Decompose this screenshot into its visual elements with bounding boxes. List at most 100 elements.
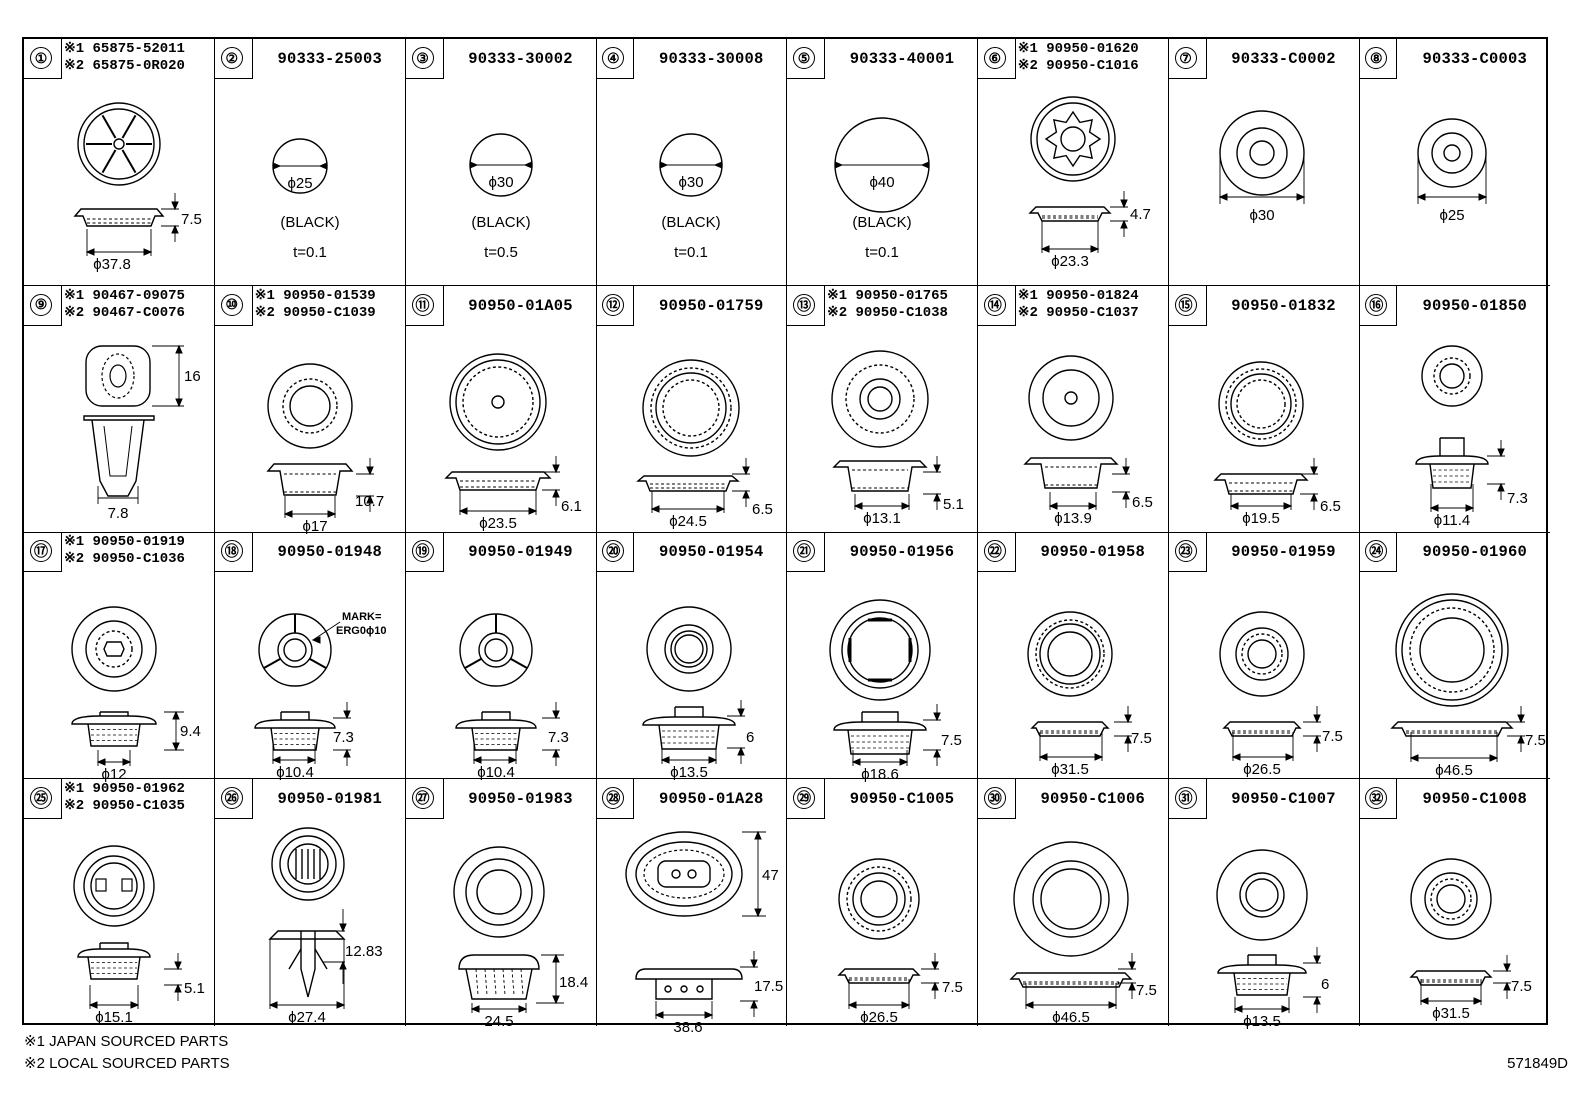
part-drawing: 18.424.5	[452, 845, 588, 1030]
item-number-box: ㉔	[1359, 532, 1398, 572]
item-number-box: ⑦	[1168, 39, 1207, 79]
diameter-dim: ϕ23.5	[479, 515, 517, 532]
part-number-local: ※2 65875-0R020	[64, 58, 185, 74]
part-drawing: 167.8	[83, 344, 201, 522]
depth-dim: 17.5	[754, 978, 783, 995]
part-cell: ⑪ 90950-01A05 6.1 ϕ23.5	[405, 285, 597, 533]
part-number-japan: ※1 90950-01765	[827, 287, 948, 304]
height-dim: 6	[746, 729, 754, 746]
height-dim: 9.4	[180, 723, 201, 740]
item-number-box: ⑭	[977, 285, 1016, 326]
item-number: ⑰	[30, 540, 52, 562]
item-number: ⑬	[793, 293, 815, 316]
item-number-box: ①	[24, 39, 62, 79]
diameter-dim: ϕ46.5	[1435, 762, 1473, 779]
height-dim: 5.1	[184, 980, 205, 997]
part-number-japan: ※1 90950-01539	[254, 287, 376, 304]
diameter-dim: ϕ40	[869, 174, 894, 191]
diameter-dim: ϕ25	[1440, 207, 1465, 224]
diameter-dim: ϕ10.4	[276, 764, 314, 781]
item-number-box: ②	[214, 39, 253, 79]
part-number: 90950-01954	[658, 543, 764, 561]
height-dim: 7.5	[1511, 978, 1532, 995]
height-dim: 7.5	[942, 979, 963, 996]
item-number-box: ⑰	[24, 532, 62, 572]
width-dim: 7.8	[108, 505, 129, 522]
item-number-box: ⑫	[596, 285, 635, 326]
item-number: ⑨	[30, 293, 52, 316]
height-dim: 7.5	[1322, 728, 1343, 745]
item-number: ㉑	[793, 540, 815, 562]
diameter-dim: ϕ23.3	[1051, 253, 1089, 270]
part-number: 90950-01850	[1422, 296, 1528, 315]
item-number: ⑩	[220, 293, 243, 316]
item-number-box: ⑲	[405, 532, 444, 572]
diameter-dim: ϕ26.5	[1243, 761, 1281, 778]
item-number-box: ㉗	[405, 778, 444, 819]
part-drawing: ϕ30	[1218, 110, 1305, 224]
diameter-dim: ϕ11.4	[1434, 512, 1470, 529]
item-number-box: ⑤	[787, 39, 825, 79]
item-number: ㉘	[602, 786, 625, 809]
part-number-local: ※2 90950-C1038	[827, 304, 948, 321]
color-note: (BLACK)	[662, 214, 721, 231]
diameter-dim: ϕ46.5	[1052, 1009, 1090, 1026]
mark-label: MARK=	[342, 611, 381, 623]
part-number: 90950-01832	[1231, 296, 1336, 315]
diameter-dim: ϕ37.8	[93, 256, 131, 273]
part-number: 90950-01981	[277, 789, 383, 808]
item-number: ㉖	[220, 786, 243, 809]
part-drawing: ϕ30(BLACK)t=0.1	[659, 133, 723, 261]
height-dim: 7.5	[941, 732, 962, 749]
item-number: ③	[411, 47, 434, 69]
part-numbers: ※1 90950-01539※2 90950-C1039	[255, 288, 403, 326]
item-number-box: ㉖	[214, 778, 253, 819]
item-number: ⑦	[1174, 47, 1197, 69]
diameter-dim: ϕ31.5	[1432, 1005, 1470, 1022]
height-dim: 6.5	[1320, 498, 1341, 515]
item-number-box: ⑪	[405, 285, 444, 326]
item-number: ⑮	[1174, 293, 1197, 316]
part-drawing: ϕ40(BLACK)t=0.1	[834, 117, 930, 261]
item-number-box: ㉑	[787, 532, 825, 572]
height-dim: 7.5	[1131, 730, 1152, 747]
part-number-japan: ※1 65875-52011	[64, 41, 185, 57]
height-dim: 16	[184, 368, 201, 385]
height-dim: 6.1	[561, 498, 582, 515]
diameter-dim: ϕ31.5	[1051, 761, 1089, 778]
diameter-dim: ϕ10.4	[477, 764, 515, 781]
part-drawing: 6.1 ϕ23.5	[443, 352, 582, 532]
part-number: 90333-C0002	[1231, 50, 1336, 68]
item-number-box: ⑥	[977, 39, 1016, 79]
part-number: 90950-01956	[849, 543, 955, 561]
item-number: ⑥	[983, 47, 1006, 69]
item-number: ㉜	[1365, 786, 1388, 809]
part-number-local: ※2 90950-C1035	[64, 797, 185, 814]
part-number-local: ※2 90950-C1016	[1017, 58, 1139, 74]
item-number: ②	[220, 47, 243, 69]
part-numbers: ※1 90950-01824※2 90950-C1037	[1018, 288, 1166, 326]
part-drawing: ϕ30(BLACK)t=0.5	[468, 133, 533, 261]
part-number: 90950-01A05	[468, 296, 573, 315]
item-number-box: ㉙	[787, 778, 825, 819]
part-number-japan: ※1 90950-01919	[64, 534, 185, 550]
color-note: (BLACK)	[280, 214, 339, 231]
